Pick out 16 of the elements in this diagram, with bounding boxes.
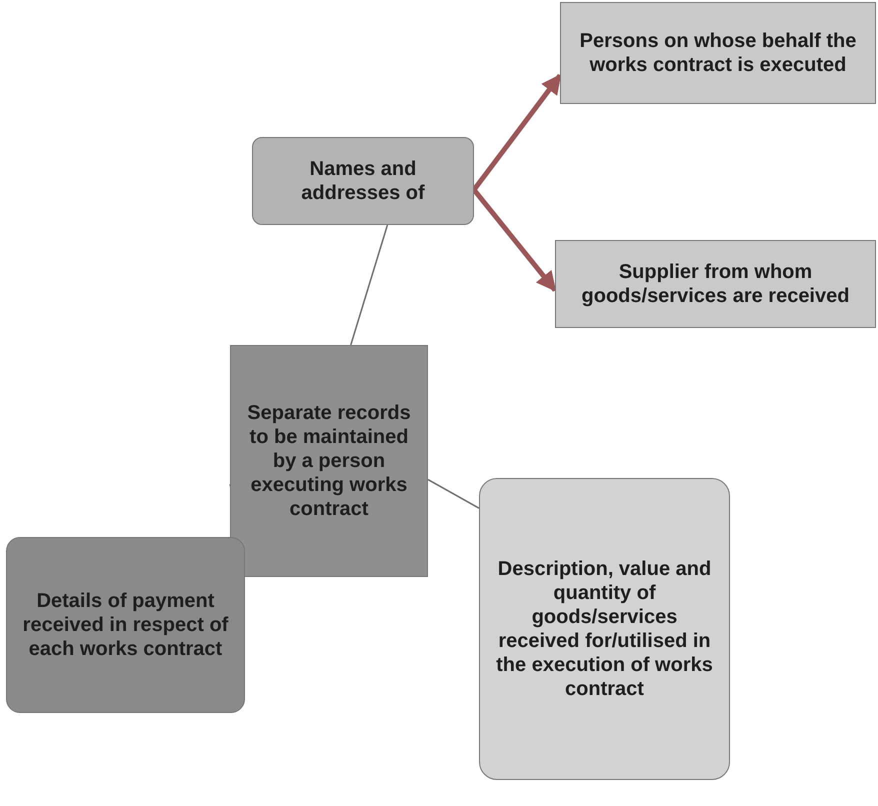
arrow — [472, 74, 562, 192]
box-text: Description, value and quantity of goods/services received for/utilised in the execution of works contract — [495, 557, 714, 701]
arrow — [472, 188, 557, 292]
box-text: Details of payment received in respect of each works contract — [22, 589, 230, 661]
info-box — [6, 537, 245, 713]
box-text: Persons on whose behalf the works contract is executed — [578, 29, 858, 77]
topic-box — [252, 137, 474, 225]
central-box — [230, 345, 428, 577]
info-box — [479, 478, 730, 780]
info-box — [555, 240, 876, 328]
connector-line — [428, 478, 480, 509]
box-text: Names and addresses of — [300, 157, 426, 205]
connector-line — [350, 224, 388, 346]
box-text: Separate records to be maintained by a person executing works contract — [246, 401, 412, 521]
box-text: Supplier from whom goods/services are received — [580, 260, 850, 308]
info-box — [560, 2, 876, 104]
